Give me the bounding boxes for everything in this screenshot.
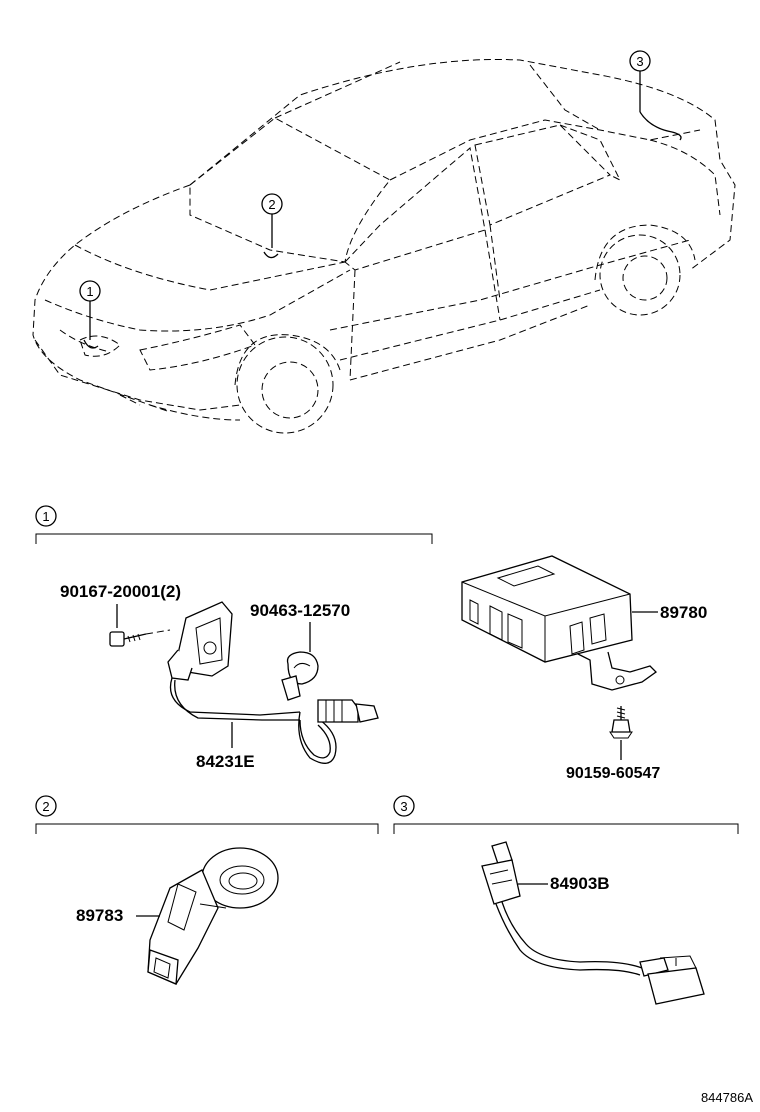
part-number-84231e: 84231E — [196, 752, 255, 771]
part-number-89780: 89780 — [660, 603, 707, 622]
screw-icon — [609, 706, 633, 739]
part-number-90463-12570: 90463-12570 — [250, 601, 350, 620]
section-3-bracket — [393, 823, 739, 834]
svg-text:1: 1 — [42, 509, 49, 524]
bolt-icon — [109, 629, 171, 647]
wire-84903b-illustration — [481, 841, 705, 1005]
sensor-89783-illustration — [147, 847, 279, 985]
car-callout-3: 3 — [629, 50, 682, 141]
computer-module-89780-illustration — [461, 555, 658, 691]
svg-text:3: 3 — [636, 54, 643, 69]
svg-text:1: 1 — [86, 284, 93, 299]
part-number-89783: 89783 — [76, 906, 123, 925]
svg-text:2: 2 — [42, 799, 49, 814]
part-number-90159-60547: 90159-60547 — [566, 765, 660, 782]
document-code: 844786A — [701, 1090, 753, 1105]
part-number-84903b: 84903B — [550, 874, 610, 893]
car-overview-illustration — [32, 58, 736, 434]
wire-harness-84231e-illustration — [167, 601, 379, 764]
car-callout-1: 1 — [79, 280, 101, 349]
section-3: 3 84903B — [393, 795, 739, 1005]
part-number-90167-20001: 90167-20001(2) — [60, 582, 181, 601]
clamp-icon — [281, 651, 319, 701]
section-1: 1 90167-20001(2) 84231E — [35, 505, 707, 782]
svg-text:2: 2 — [268, 197, 275, 212]
section-2: 2 89783 — [35, 795, 379, 985]
section-2-bracket — [35, 823, 379, 834]
section-1-bracket — [35, 533, 433, 544]
svg-text:3: 3 — [400, 799, 407, 814]
car-callout-2: 2 — [261, 193, 283, 259]
